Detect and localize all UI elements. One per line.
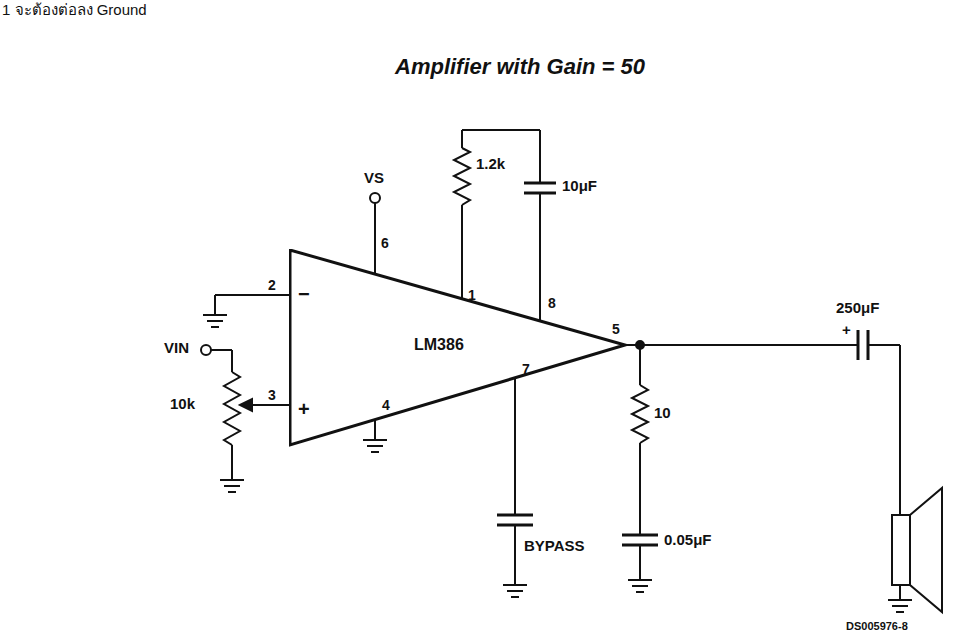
pin-number: 3: [268, 388, 276, 403]
chip-name: LM386: [414, 336, 464, 354]
ground-symbol: [636, 591, 644, 593]
capacitor-symbol: [857, 330, 860, 360]
pin-number: 4: [382, 398, 390, 413]
pin-number: 6: [381, 236, 389, 251]
ground-symbol: [632, 585, 648, 587]
pin-number: 1: [468, 288, 476, 303]
input-terminal: [201, 345, 211, 355]
ground-symbol: [203, 314, 227, 316]
pin-number: 2: [268, 278, 276, 293]
ground-symbol: [228, 491, 236, 493]
ground-symbol: [628, 579, 652, 581]
supply-terminal: [370, 193, 380, 203]
ground-symbol: [207, 320, 223, 322]
capacitor-value: 0.05μF: [664, 532, 712, 549]
ground-symbol: [511, 596, 519, 598]
diagram-title: Amplifier with Gain = 50: [395, 55, 645, 79]
signal-name: VS: [364, 170, 384, 187]
potentiometer-symbol: [224, 372, 240, 445]
capacitor-name: BYPASS: [524, 538, 585, 555]
pot-value: 10k: [170, 396, 195, 413]
pin-number: 8: [548, 296, 556, 311]
capacitor-symbol: [622, 534, 658, 537]
capacitor-value: 250μF: [836, 300, 879, 317]
note-text: 1 จะต้องต่อลง Ground: [2, 2, 147, 19]
capacitor-polarity: +: [842, 322, 851, 339]
pin-number: 5: [612, 322, 620, 337]
ground-symbol: [371, 451, 379, 453]
ground-symbol: [888, 599, 912, 601]
capacitor-symbol: [497, 514, 533, 517]
ground-symbol: [507, 590, 523, 592]
ground-symbol: [503, 584, 527, 586]
ground-symbol: [892, 605, 908, 607]
ground-symbol: [896, 611, 904, 613]
ground-symbol: [224, 485, 240, 487]
resistor-symbol: [632, 385, 648, 443]
drawing-code: DS005976-8: [846, 620, 908, 632]
ground-symbol: [363, 439, 387, 441]
ground-symbol: [367, 445, 383, 447]
speaker-symbol: [892, 515, 910, 585]
capacitor-value: 10μF: [562, 178, 597, 195]
input-polarity: −: [298, 283, 310, 305]
resistor-value: 10: [654, 405, 671, 422]
ground-symbol: [211, 326, 219, 328]
resistor-symbol: [454, 148, 470, 205]
pin-number: 7: [522, 362, 530, 377]
resistor-value: 1.2k: [476, 156, 505, 173]
amplifier-triangle: LM386: [289, 249, 627, 447]
ground-symbol: [220, 479, 244, 481]
capacitor-symbol: [524, 182, 556, 185]
input-polarity: +: [298, 398, 310, 420]
signal-name: VIN: [164, 340, 189, 357]
